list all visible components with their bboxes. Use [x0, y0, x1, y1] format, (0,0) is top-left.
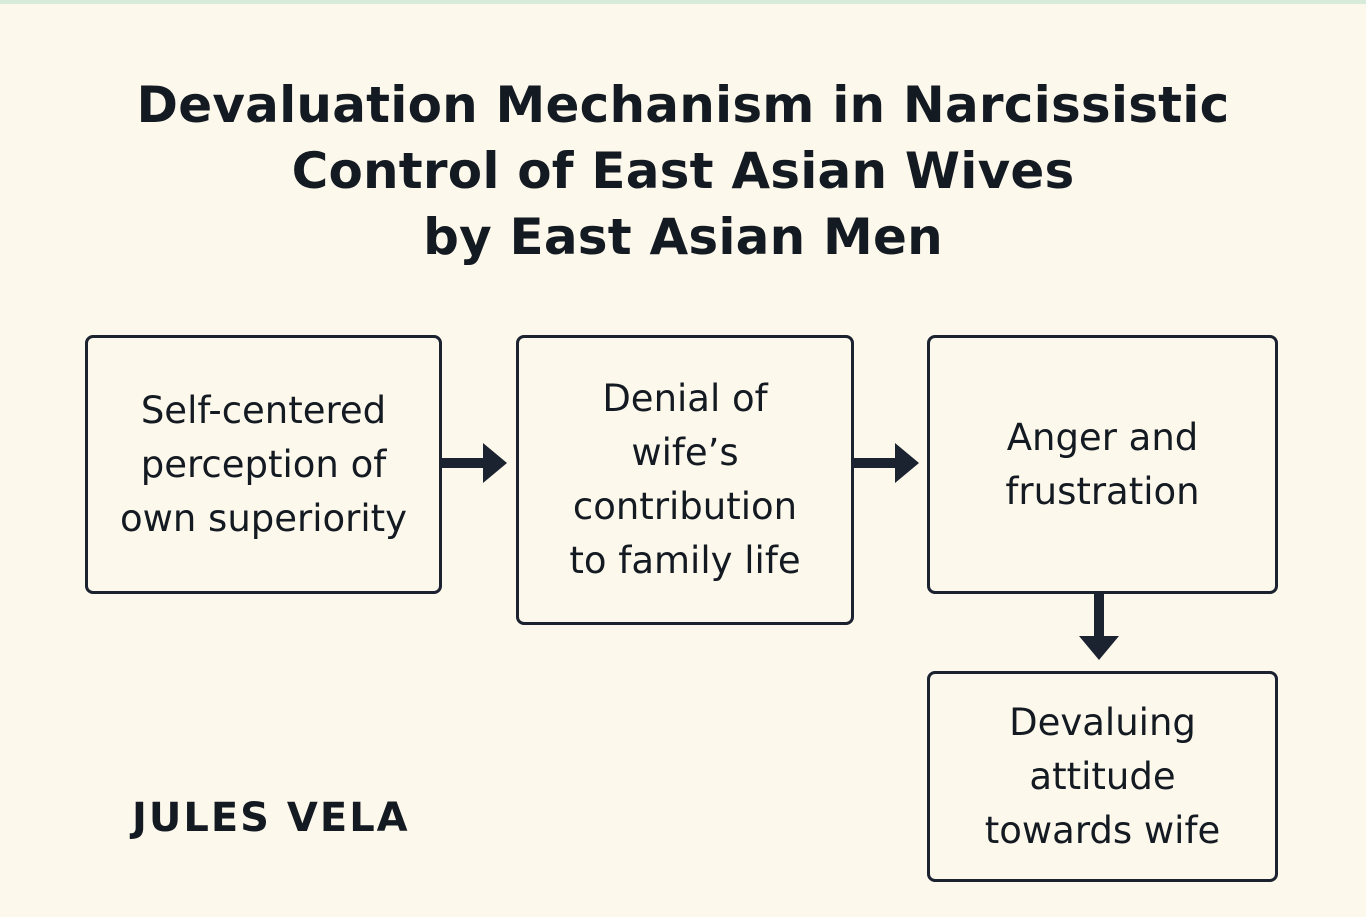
step-box-text: Devaluing attitude towards wife [985, 696, 1221, 858]
title-line-2: Control of East Asian Wives [291, 142, 1075, 200]
arrow-right-icon [853, 443, 919, 483]
step-1-line-2: perception of [140, 442, 387, 486]
step-1-line-3: own superiority [119, 496, 408, 540]
step-4-line-1: Devaluing [1009, 700, 1196, 744]
step-box-anger-and-frustration: Anger and frustration [927, 335, 1278, 594]
arrow-down-icon [1079, 594, 1119, 660]
title-line-1: Devaluation Mechanism in Narcissistic [136, 76, 1230, 134]
step-box-devaluing-attitude: Devaluing attitude towards wife [927, 671, 1278, 882]
step-box-denial-of-contribution: Denial of wife’s contribution to family … [516, 335, 854, 625]
step-4-line-3: towards wife [984, 808, 1221, 852]
step-box-self-centered-perception: Self-centered perception of own superior… [85, 335, 442, 594]
title-line-3: by East Asian Men [423, 208, 943, 266]
step-2-line-2: wife’s [631, 431, 739, 474]
step-3-line-2: frustration [1005, 469, 1200, 513]
step-2-line-3: contribution [572, 485, 798, 528]
step-2-line-1: Denial of [602, 377, 768, 420]
author-name: JULES VELA [132, 795, 410, 841]
diagram-title: Devaluation Mechanism in Narcissistic Co… [0, 72, 1366, 270]
step-4-line-2: attitude [1029, 754, 1176, 798]
step-2-line-4: to family life [569, 539, 801, 582]
step-3-line-1: Anger and [1006, 415, 1199, 459]
step-box-text: Denial of wife’s contribution to family … [569, 372, 800, 588]
arrow-right-icon [441, 443, 507, 483]
step-box-text: Anger and frustration [1005, 411, 1199, 519]
step-1-line-1: Self-centered [140, 388, 387, 432]
step-box-text: Self-centered perception of own superior… [120, 384, 407, 546]
top-accent-strip [0, 0, 1366, 4]
